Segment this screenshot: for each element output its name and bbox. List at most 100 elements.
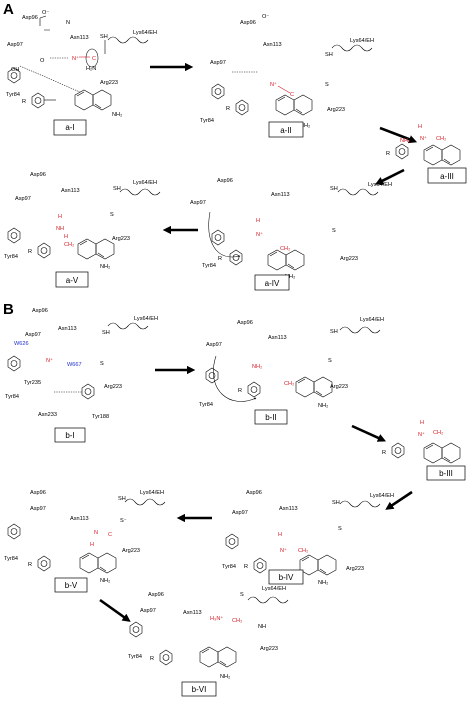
svg-text:Arg223: Arg223 — [122, 548, 140, 554]
svg-text:CH₂: CH₂ — [232, 618, 242, 624]
svg-text:Asn113: Asn113 — [268, 335, 287, 341]
stage-b-ii: Asp96 Asn113 Asp97 SH Lys64/EH S Arg223 … — [199, 317, 384, 425]
svg-text:NH₂: NH₂ — [100, 578, 110, 584]
svg-text:H: H — [58, 214, 62, 220]
svg-text:Arg223: Arg223 — [260, 646, 278, 652]
svg-text:Asn113: Asn113 — [271, 192, 290, 198]
svg-text:Asn113: Asn113 — [58, 326, 77, 332]
svg-text:Asp97: Asp97 — [30, 506, 46, 512]
svg-text:R: R — [244, 564, 248, 570]
stage-label-a-i: a-I — [65, 123, 74, 132]
svg-text:H: H — [418, 124, 422, 130]
arrow-b2-b3 — [351, 424, 387, 442]
svg-text:Lys64/EH: Lys64/EH — [368, 182, 392, 188]
stage-a-ii: Asp96 O⁻ Asn113 Asp97 N⁺ C SH Lys64/EH S… — [200, 14, 374, 138]
svg-text:R: R — [22, 99, 26, 105]
svg-text:CH₂: CH₂ — [280, 246, 290, 252]
svg-text:Lys64/EH: Lys64/EH — [370, 493, 394, 499]
arrow-a2-a3 — [379, 126, 418, 144]
svg-text:Asn113: Asn113 — [70, 516, 89, 522]
svg-text:R: R — [386, 151, 390, 157]
svg-text:N⁺: N⁺ — [418, 431, 425, 438]
svg-text:S: S — [332, 228, 336, 234]
stage-label-a-v: a-V — [66, 276, 79, 285]
arrow-b5-b6 — [99, 598, 131, 622]
stage-a-i: Asp96 O⁻ N Asn113 Asp97 O N⁺ C SH Lys64/… — [6, 10, 157, 136]
stage-label-b-v: b-V — [65, 581, 78, 590]
svg-text:Asp97: Asp97 — [15, 196, 31, 202]
svg-text:Asp97: Asp97 — [190, 200, 206, 206]
stage-label-b-vi: b-VI — [192, 685, 207, 694]
svg-text:Tyr84: Tyr84 — [128, 654, 142, 660]
svg-text:N⁺: N⁺ — [270, 81, 277, 88]
svg-text:Lys64/EH: Lys64/EH — [350, 38, 374, 44]
svg-text:Asp97: Asp97 — [140, 608, 156, 614]
svg-text:O⁻: O⁻ — [42, 10, 49, 16]
stage-label-b-iii: b-III — [439, 469, 453, 478]
svg-text:O: O — [40, 58, 45, 64]
svg-text:Asp96: Asp96 — [32, 308, 48, 314]
svg-text:S: S — [325, 82, 329, 88]
svg-text:NH₂: NH₂ — [100, 264, 110, 270]
arrow-b3-b4 — [385, 490, 413, 510]
svg-text:Arg223: Arg223 — [340, 256, 358, 262]
svg-text:Asp97: Asp97 — [206, 342, 222, 348]
svg-text:R: R — [218, 256, 222, 262]
stage-b-iv: Asp96 Asn113 Asp97 SH Lys64/EH S Arg223 … — [222, 490, 394, 586]
svg-text:Asn113: Asn113 — [61, 188, 80, 194]
stage-a-iii: NH₂ H N⁺ CH₂ R NH₂ a-III — [386, 124, 467, 184]
arg223-label: Arg223 — [100, 80, 118, 86]
svg-text:C: C — [92, 56, 96, 62]
svg-text:Tyr84: Tyr84 — [202, 263, 216, 269]
panel-a-letter: A — [3, 1, 14, 18]
svg-text:SH: SH — [100, 34, 108, 40]
svg-text:Tyr84: Tyr84 — [4, 556, 18, 562]
svg-text:N⁺: N⁺ — [256, 231, 263, 238]
svg-text:S⁻: S⁻ — [120, 518, 127, 524]
svg-text:Arg223: Arg223 — [327, 107, 345, 113]
svg-text:Tyr84: Tyr84 — [5, 394, 19, 400]
svg-text:SH: SH — [113, 186, 121, 192]
svg-text:Asn233: Asn233 — [38, 412, 57, 418]
svg-text:Asn113: Asn113 — [183, 610, 202, 616]
svg-text:NH₂: NH₂ — [300, 123, 310, 129]
svg-text:Asp96: Asp96 — [30, 490, 46, 496]
svg-text:Tyr84: Tyr84 — [199, 402, 213, 408]
svg-text:R: R — [28, 249, 32, 255]
svg-text:Asp96: Asp96 — [237, 320, 253, 326]
svg-text:CH₂: CH₂ — [298, 548, 308, 554]
svg-text:H₂N: H₂N — [86, 66, 96, 72]
svg-text:SH: SH — [102, 330, 110, 336]
svg-text:R: R — [28, 562, 32, 568]
svg-text:N⁺: N⁺ — [280, 547, 287, 554]
svg-text:NH₂: NH₂ — [318, 403, 328, 409]
svg-text:N: N — [94, 530, 98, 536]
arrow-a3-a4 — [375, 168, 405, 185]
stage-label-b-iv: b-IV — [279, 573, 294, 582]
svg-text:NH₂: NH₂ — [285, 274, 295, 280]
svg-text:S: S — [328, 358, 332, 364]
svg-text:S: S — [100, 361, 104, 367]
lys64-label: Lys64/EH — [133, 30, 157, 36]
svg-text:Lys64/EH: Lys64/EH — [140, 490, 164, 496]
svg-text:N⁺: N⁺ — [420, 135, 427, 142]
stage-b-iii: H N⁺ CH₂ R NH₂ b-III — [382, 420, 466, 481]
svg-text:Tyr84: Tyr84 — [200, 118, 214, 124]
svg-text:Asp97: Asp97 — [25, 332, 41, 338]
stage-label-a-iii: a-III — [440, 172, 454, 181]
svg-text:Asp97: Asp97 — [232, 510, 248, 516]
stage-label-a-iv: a-IV — [265, 279, 280, 288]
svg-text:N⁺: N⁺ — [72, 55, 79, 62]
svg-text:SH: SH — [332, 500, 340, 506]
svg-text:Arg223: Arg223 — [346, 566, 364, 572]
stage-b-vi: Asp96 Asn113 Asp97 S Lys64/EH H₃N⁺ CH₂ N… — [128, 586, 289, 697]
svg-text:H: H — [90, 542, 94, 548]
svg-text:NH₂: NH₂ — [318, 580, 328, 586]
svg-text:OH: OH — [11, 67, 19, 73]
svg-text:NH₂: NH₂ — [400, 138, 410, 144]
svg-text:SH: SH — [330, 186, 338, 192]
stage-label-a-ii: a-II — [280, 126, 292, 135]
svg-text:Tyr84: Tyr84 — [4, 254, 18, 260]
svg-text:NH₂: NH₂ — [220, 674, 230, 680]
svg-text:Asn113: Asn113 — [263, 42, 282, 48]
